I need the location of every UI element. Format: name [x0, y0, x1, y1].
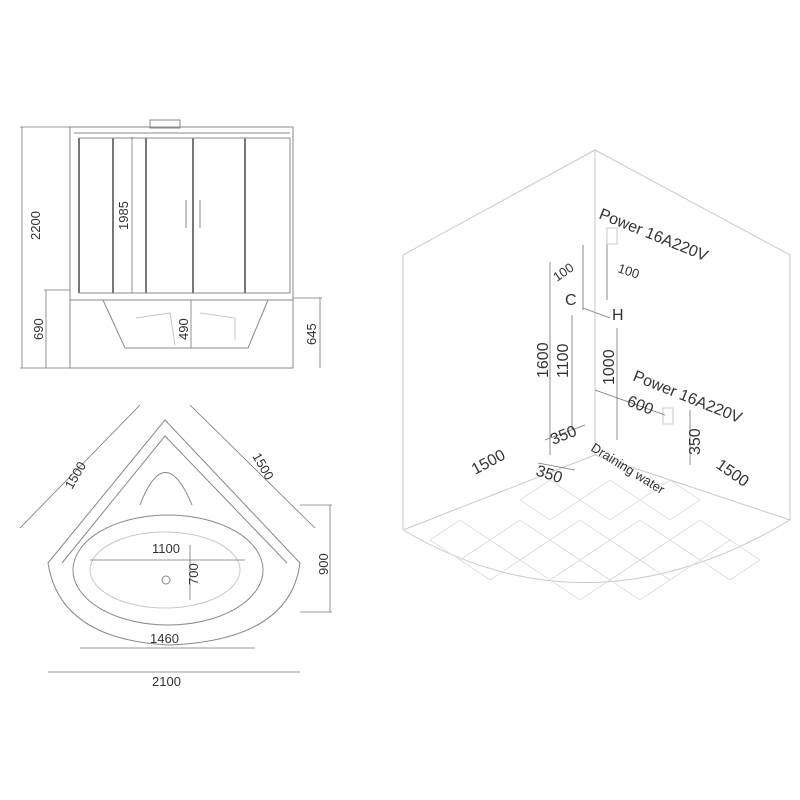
dim-690: 690 — [31, 318, 46, 340]
floor-tiles — [429, 479, 761, 601]
dim-1500-wall-left: 1500 — [469, 447, 508, 479]
dim-2200: 2200 — [28, 211, 43, 240]
dim-700: 700 — [186, 563, 201, 585]
dim-2100: 2100 — [152, 674, 181, 689]
draining-water-label: Draining water — [588, 440, 668, 497]
hot-water-label: H — [612, 307, 624, 324]
tub-profile — [102, 299, 269, 349]
room-view: Power 16A220V Power 16A220V 100 100 C H … — [402, 149, 791, 601]
dim-1000: 1000 — [601, 349, 618, 385]
bath-basin — [72, 514, 264, 626]
dim-1100: 1100 — [152, 541, 180, 556]
dim-350-socket: 350 — [687, 428, 704, 455]
cold-water-label: C — [565, 292, 577, 309]
dim-600: 600 — [625, 393, 656, 419]
bath-outline — [47, 419, 301, 646]
dim-350-floor: 350 — [534, 463, 565, 487]
door-panels — [78, 137, 291, 294]
power-label-bottom: Power 16A220V — [631, 368, 745, 427]
dim-1100: 1100 — [555, 343, 572, 378]
dim-1500-left: 1500 — [62, 459, 89, 492]
power-socket-top — [606, 227, 618, 245]
cabin-outline — [69, 126, 294, 369]
top-view: 1500 1500 1100 700 1460 2100 900 — [19, 404, 332, 689]
drain — [161, 575, 171, 585]
top-fixture — [149, 119, 181, 129]
dim-1500-wall-right: 1500 — [713, 456, 752, 490]
dim-490: 490 — [176, 318, 191, 340]
front-view: 2200 1985 690 490 645 — [20, 119, 322, 369]
dim-350-wall: 350 — [548, 423, 579, 449]
dim-1460: 1460 — [150, 631, 179, 646]
dim-1985: 1985 — [116, 201, 131, 230]
dim-1500-right: 1500 — [249, 450, 276, 483]
dim-900: 900 — [316, 553, 331, 575]
headrest — [139, 472, 193, 506]
dim-1600: 1600 — [535, 342, 552, 378]
dim-100-right: 100 — [616, 261, 641, 282]
floor-edge — [402, 519, 791, 584]
dim-645: 645 — [304, 323, 319, 345]
power-label-top: Power 16A220V — [597, 206, 711, 265]
power-socket-bottom — [662, 407, 674, 425]
dim-100-left: 100 — [550, 260, 576, 285]
